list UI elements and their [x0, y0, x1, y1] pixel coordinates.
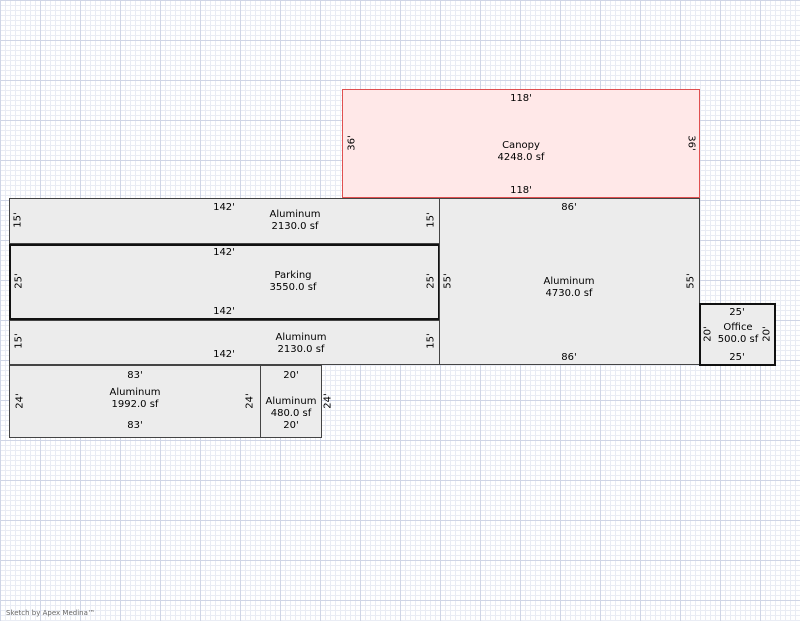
dim-aluminum-bottom-left-right: 24': [244, 393, 256, 409]
area-office-name: Office: [723, 322, 753, 333]
dim-parking-bottom: 142': [213, 306, 235, 317]
area-aluminum-middle-name: Aluminum: [275, 332, 327, 343]
area-aluminum-large-title: Aluminum 4730.0 sf: [544, 276, 595, 300]
area-aluminum-large[interactable]: [439, 198, 700, 365]
dim-aluminum-bottom-left-left: 24': [14, 393, 26, 409]
dim-aluminum-large-right: 55': [685, 273, 697, 289]
dim-office-top: 25': [729, 307, 745, 318]
area-aluminum-top[interactable]: [9, 198, 440, 244]
area-aluminum-small-title: Aluminum 480.0 sf: [266, 396, 317, 420]
area-aluminum-small[interactable]: [260, 365, 322, 438]
area-aluminum-bottom-left-name: Aluminum: [109, 387, 161, 398]
area-canopy[interactable]: [342, 89, 700, 198]
footer-credit: Sketch by Apex Medina™: [6, 609, 95, 617]
dim-aluminum-middle-left: 15': [13, 333, 25, 349]
dim-aluminum-small-right: 24': [322, 393, 334, 409]
area-aluminum-top-size: 2130.0 sf: [271, 221, 319, 232]
area-office[interactable]: [699, 303, 776, 366]
dim-parking-left: 25': [13, 273, 25, 289]
dim-canopy-top: 118': [510, 93, 532, 104]
area-canopy-size: 4248.0 sf: [497, 152, 545, 163]
area-parking-title: Parking 3550.0 sf: [270, 270, 317, 294]
dim-office-bottom: 25': [729, 352, 745, 363]
area-aluminum-bottom-left-title: Aluminum 1992.0 sf: [110, 387, 161, 411]
dim-aluminum-large-top: 86': [561, 202, 577, 213]
area-office-title: Office 500.0 sf: [718, 322, 759, 346]
dim-aluminum-top-top: 142': [213, 202, 235, 213]
area-aluminum-top-name: Aluminum: [269, 209, 321, 220]
area-aluminum-bottom-left[interactable]: [9, 365, 261, 438]
dim-aluminum-top-left: 15': [12, 212, 24, 228]
dim-aluminum-small-bottom: 20': [283, 420, 299, 431]
area-aluminum-small-name: Aluminum: [265, 396, 317, 407]
dim-aluminum-small-top: 20': [283, 370, 299, 381]
dim-canopy-bottom: 118': [510, 185, 532, 196]
area-parking[interactable]: [9, 244, 440, 320]
area-aluminum-large-size: 4730.0 sf: [545, 288, 593, 299]
area-aluminum-middle[interactable]: [9, 320, 440, 365]
dim-canopy-left: 36': [346, 135, 358, 151]
dim-aluminum-bottom-left-top: 83': [127, 370, 143, 381]
area-canopy-title: Canopy 4248.0 sf: [498, 140, 545, 164]
dim-parking-right: 25': [425, 273, 437, 289]
area-aluminum-middle-size: 2130.0 sf: [277, 344, 325, 355]
dim-aluminum-large-left: 55': [442, 273, 454, 289]
dim-aluminum-top-right: 15': [425, 212, 437, 228]
area-canopy-name: Canopy: [502, 140, 540, 151]
dim-parking-top: 142': [213, 247, 235, 258]
dim-office-right: 20': [761, 326, 773, 342]
area-aluminum-top-title: Aluminum 2130.0 sf: [270, 209, 321, 233]
area-parking-size: 3550.0 sf: [269, 282, 317, 293]
area-aluminum-middle-title: Aluminum 2130.0 sf: [276, 332, 327, 356]
dim-aluminum-middle-right: 15': [425, 333, 437, 349]
area-aluminum-bottom-left-size: 1992.0 sf: [111, 399, 159, 410]
dim-office-left: 20': [702, 326, 714, 342]
area-aluminum-large-name: Aluminum: [543, 276, 595, 287]
dim-aluminum-middle-bottom: 142': [213, 349, 235, 360]
dim-aluminum-bottom-left-bottom: 83': [127, 420, 143, 431]
dim-canopy-right: 36': [685, 135, 697, 151]
dim-aluminum-large-bottom: 86': [561, 352, 577, 363]
area-aluminum-small-size: 480.0 sf: [270, 408, 312, 419]
area-parking-name: Parking: [274, 270, 312, 281]
area-office-size: 500.0 sf: [717, 334, 759, 345]
